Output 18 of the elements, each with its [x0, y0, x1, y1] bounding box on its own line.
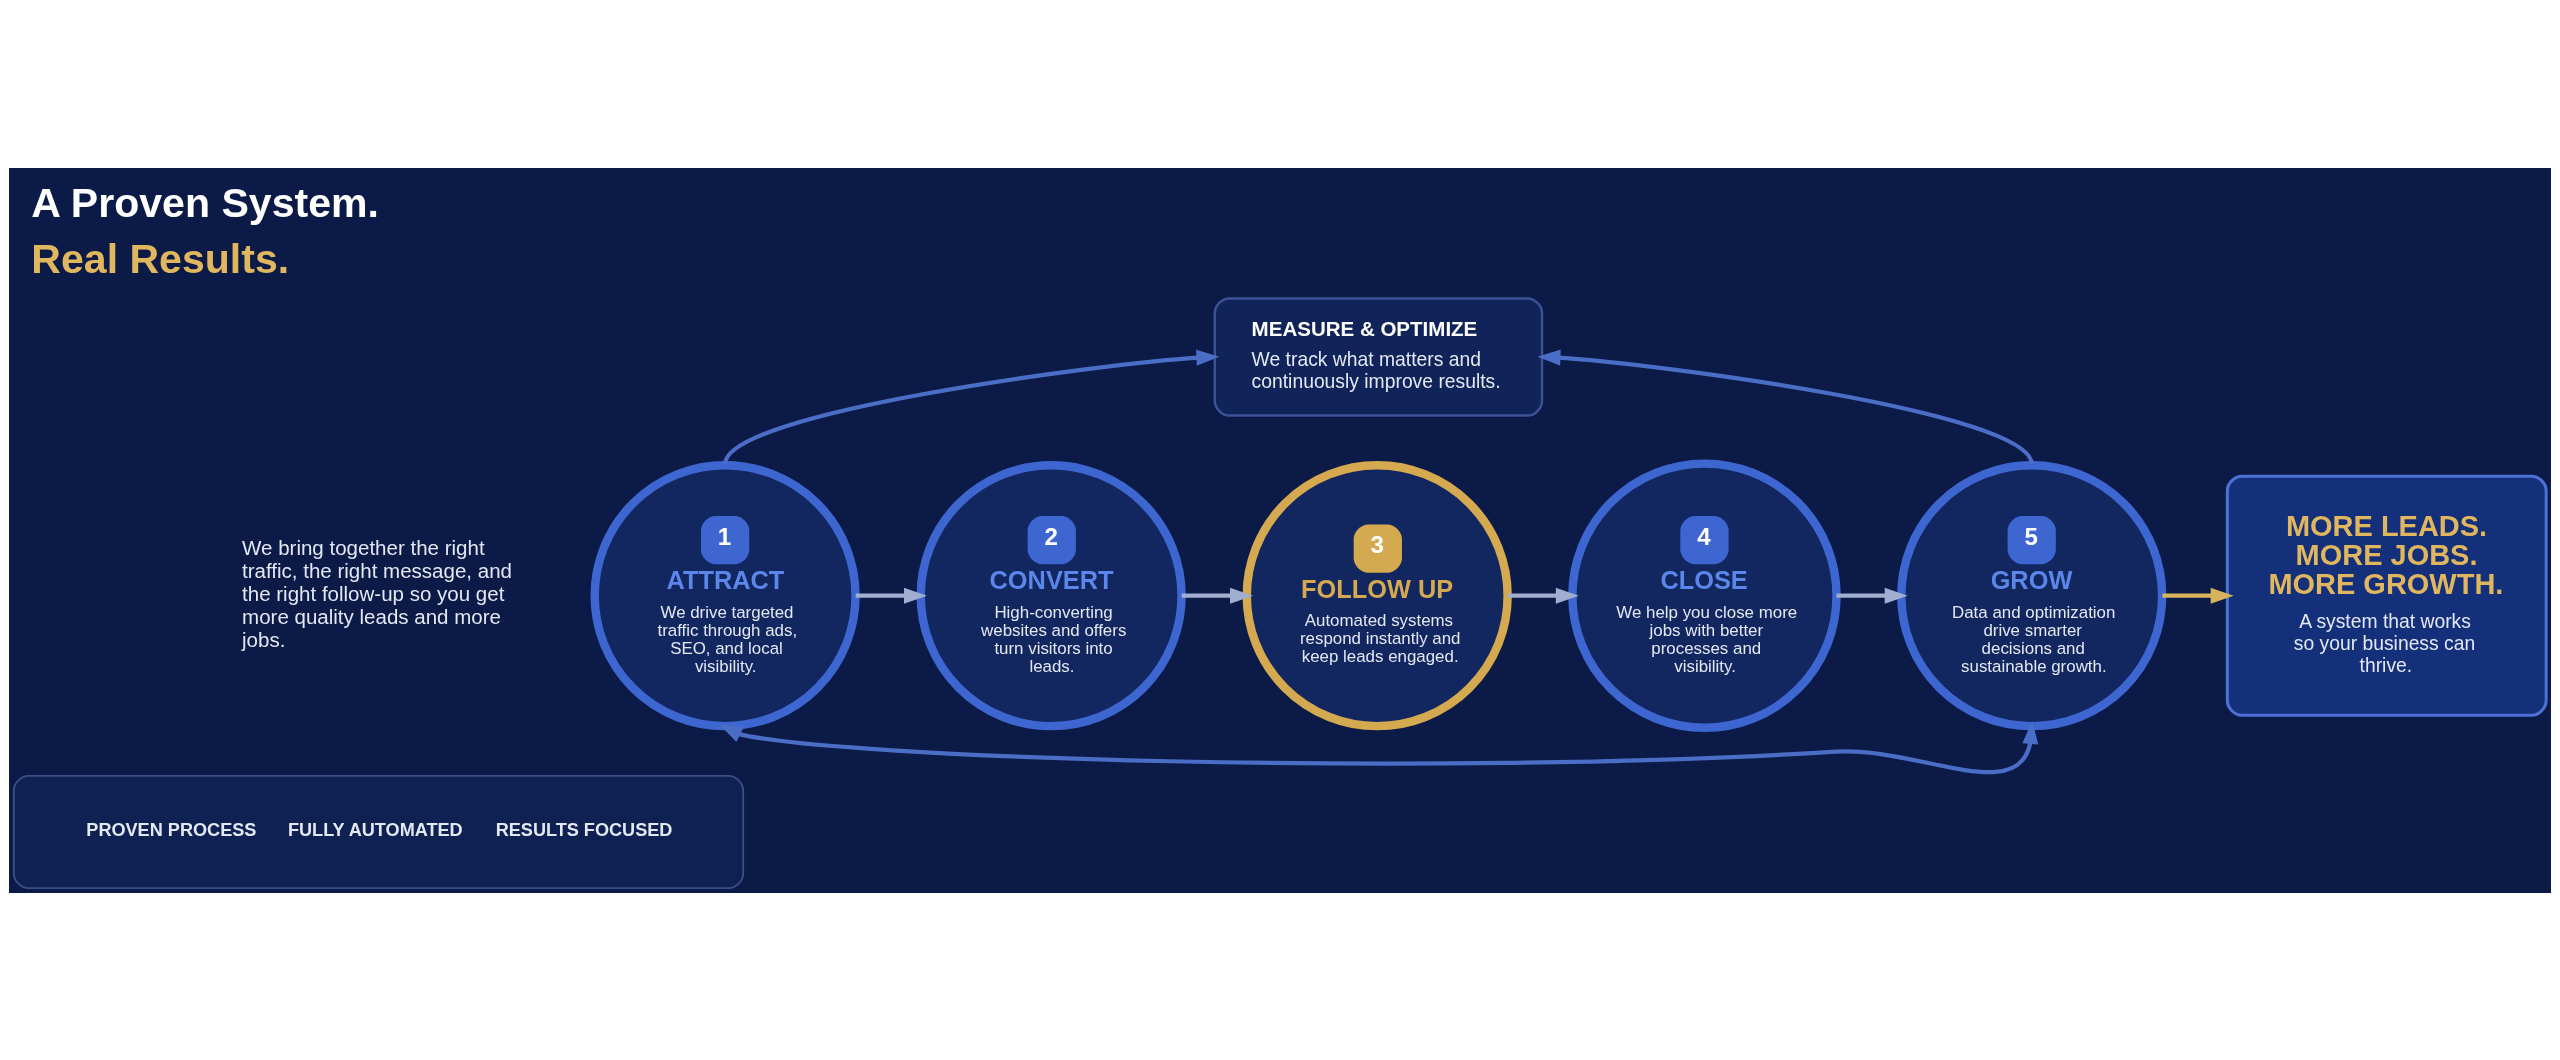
node-circle: 1 ATTRACT We drive targeted traffic through ads, SEO, and local visibility. [590, 460, 860, 730]
node-box: PROVEN PROCESS FULLY AUTOMATED RESULTS FOCUSED [12, 774, 745, 889]
node-circle: 4 CLOSE We help you close more jobs with better processes and visibility. [1568, 458, 1841, 732]
node-circle: 2 CONVERT High-converting websites and offers turn visitors into leads. [916, 460, 1186, 730]
arrow [855, 587, 927, 604]
label: We bring together the right traffic, the right message, and the right follow-up so you get more quality leads and more jobs. [242, 535, 512, 651]
diagram-title: A Proven System. Real Results. [31, 179, 379, 282]
arrow [1836, 587, 1908, 604]
arrow [1181, 587, 1253, 604]
node-circle: 5 GROW Data and optimization drive smarter decisions and sustainable growth. [1897, 460, 2167, 730]
node-circle: 3 FOLLOW UP Automated systems respond instantly and keep leads engaged. [1242, 460, 1512, 730]
arrow [1507, 587, 1579, 604]
arrow [719, 720, 2039, 774]
arrow [2162, 587, 2234, 604]
node-box: MEASURE & OPTIMIZE We track what matters and continuously improve results. [1213, 296, 1544, 417]
arrow [723, 349, 1220, 465]
node-box: MORE LEADS. MORE JOBS. MORE GROWTH. A system that works so your business can thrive. [2225, 474, 2548, 717]
arrow [1537, 349, 2034, 465]
